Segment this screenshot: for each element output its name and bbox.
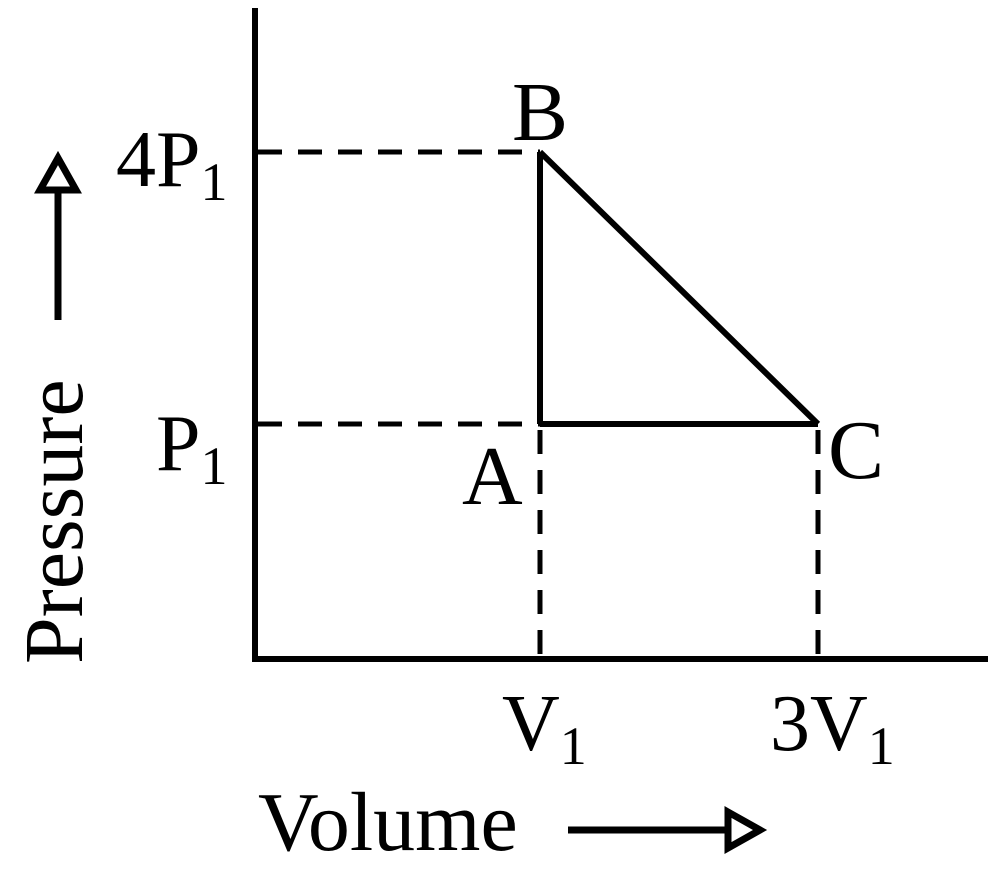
x-tick-v1-main: V [502,680,560,768]
y-tick-p1: P1 [156,400,228,496]
y-tick-p1-main: P [156,400,201,488]
point-label-b: B [512,66,568,159]
y-axis-title: Pressure [8,379,101,664]
x-tick-3v1-main: 3V [770,680,868,768]
y-tick-4p1-sub: 1 [201,152,228,212]
x-axis-arrow-icon [568,806,768,854]
x-tick-3v1: 3V1 [770,680,895,776]
y-tick-4p1: 4P1 [116,116,228,212]
x-tick-3v1-sub: 1 [868,716,895,776]
x-axis-title: Volume [258,776,518,869]
y-tick-4p1-main: 4P [116,116,201,204]
process-bc [537,149,821,427]
y-tick-p1-sub: 1 [201,436,228,496]
y-axis-arrow-icon [34,150,82,320]
point-label-c: C [828,404,884,497]
x-tick-v1: V1 [502,680,587,776]
point-label-a: A [462,430,523,523]
x-tick-v1-sub: 1 [560,716,587,776]
